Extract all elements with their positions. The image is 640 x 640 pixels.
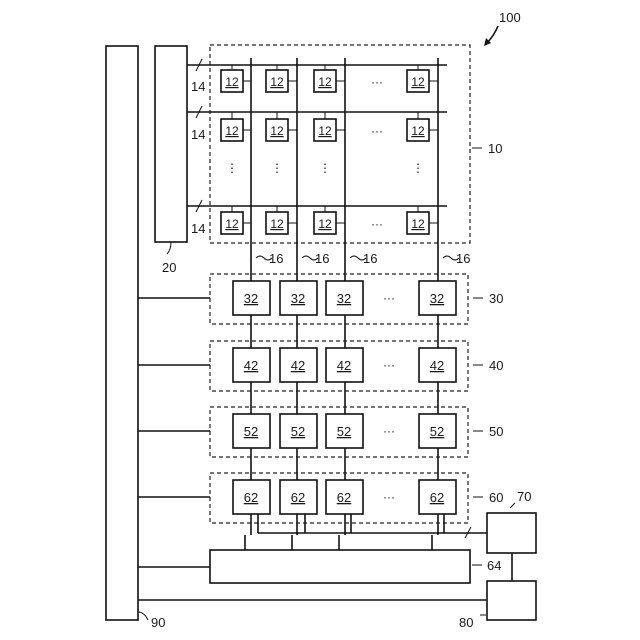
stage-30-cell-label: 32 [430, 291, 444, 306]
stage-60-cell-label: 62 [291, 490, 305, 505]
ellipsis-horizontal: ··· [371, 217, 383, 231]
stage-60: 62 62 62 62 ··· 60 [138, 473, 503, 523]
stage-40-cell-label: 42 [430, 358, 444, 373]
stage-50-label: 50 [489, 424, 503, 439]
block-80 [487, 581, 536, 620]
stage-40-label: 40 [489, 358, 503, 373]
stage-50-cell-label: 52 [291, 424, 305, 439]
stage-60-cell-label: 62 [430, 490, 444, 505]
row-line-label: 14 [191, 79, 205, 94]
stage-30-cell-label: 32 [337, 291, 351, 306]
column-line-label: 16 [315, 251, 329, 266]
column-line-label: 16 [456, 251, 470, 266]
pixel-row-2: 12 12 12 12 ··· [221, 112, 438, 141]
pixel-label: 12 [270, 217, 284, 231]
pixel-label: 12 [225, 217, 239, 231]
pixel-label: 12 [318, 124, 332, 138]
row-line-label: 14 [191, 127, 205, 142]
stage-50-cell-label: 52 [430, 424, 444, 439]
ellipsis-vertical: ⋮ [412, 161, 424, 175]
ellipsis-vertical: ⋮ [271, 161, 283, 175]
row-driver-block-20 [155, 46, 187, 242]
bus-block-64 [210, 550, 470, 583]
pixel-label: 12 [318, 217, 332, 231]
block-70 [487, 513, 536, 553]
ellipsis-horizontal: ··· [383, 424, 395, 438]
stage-60-cell-label: 62 [244, 490, 258, 505]
row-line-label: 14 [191, 221, 205, 236]
device-label: 100 [499, 10, 521, 25]
ellipsis-horizontal: ··· [371, 124, 383, 138]
stage-30-label: 30 [489, 291, 503, 306]
stage-50-cell-label: 52 [337, 424, 351, 439]
pixel-label: 12 [225, 75, 239, 89]
stage-50: 52 52 52 52 ··· 50 [138, 407, 503, 457]
pixel-row-3: 12 12 12 12 ··· [221, 206, 438, 234]
pixel-label: 12 [270, 124, 284, 138]
pixel-array-boundary-10 [210, 45, 470, 243]
pixel-label: 12 [411, 217, 425, 231]
pixel-label: 12 [411, 75, 425, 89]
block-80-label: 80 [459, 615, 473, 630]
pixel-label: 12 [270, 75, 284, 89]
pixel-label: 12 [225, 124, 239, 138]
ellipsis-horizontal: ··· [383, 490, 395, 504]
controller-block-90 [106, 46, 138, 620]
stage-30-cell-label: 32 [244, 291, 258, 306]
ellipsis-vertical: ⋮ [319, 161, 331, 175]
stage-30: 32 32 32 32 ··· 30 [138, 274, 503, 324]
pixel-label: 12 [411, 124, 425, 138]
stage-30-cell-label: 32 [291, 291, 305, 306]
column-line-label: 16 [363, 251, 377, 266]
stage-60-output-taps [245, 514, 487, 550]
controller-label: 90 [151, 615, 165, 630]
ellipsis-horizontal: ··· [371, 75, 383, 89]
stage-40-cell-label: 42 [244, 358, 258, 373]
ellipsis-horizontal: ··· [383, 291, 395, 305]
bus-64-label: 64 [487, 558, 501, 573]
ellipsis-vertical: ⋮ [226, 161, 238, 175]
column-line-label: 16 [269, 251, 283, 266]
pixel-array-label: 10 [488, 141, 502, 156]
pixel-row-1: 12 12 12 12 ··· [221, 65, 438, 92]
stage-50-cell-label: 52 [244, 424, 258, 439]
block-70-label: 70 [517, 489, 531, 504]
ellipsis-horizontal: ··· [383, 358, 395, 372]
stage-60-label: 60 [489, 490, 503, 505]
stage-40-cell-label: 42 [291, 358, 305, 373]
stage-40-cell-label: 42 [337, 358, 351, 373]
pixel-label: 12 [318, 75, 332, 89]
stage-40: 42 42 42 42 ··· 40 [138, 341, 503, 391]
row-driver-label: 20 [162, 260, 176, 275]
stage-60-cell-label: 62 [337, 490, 351, 505]
pixel-vertical-ellipsis-row: ⋮ ⋮ ⋮ ⋮ [226, 161, 424, 175]
